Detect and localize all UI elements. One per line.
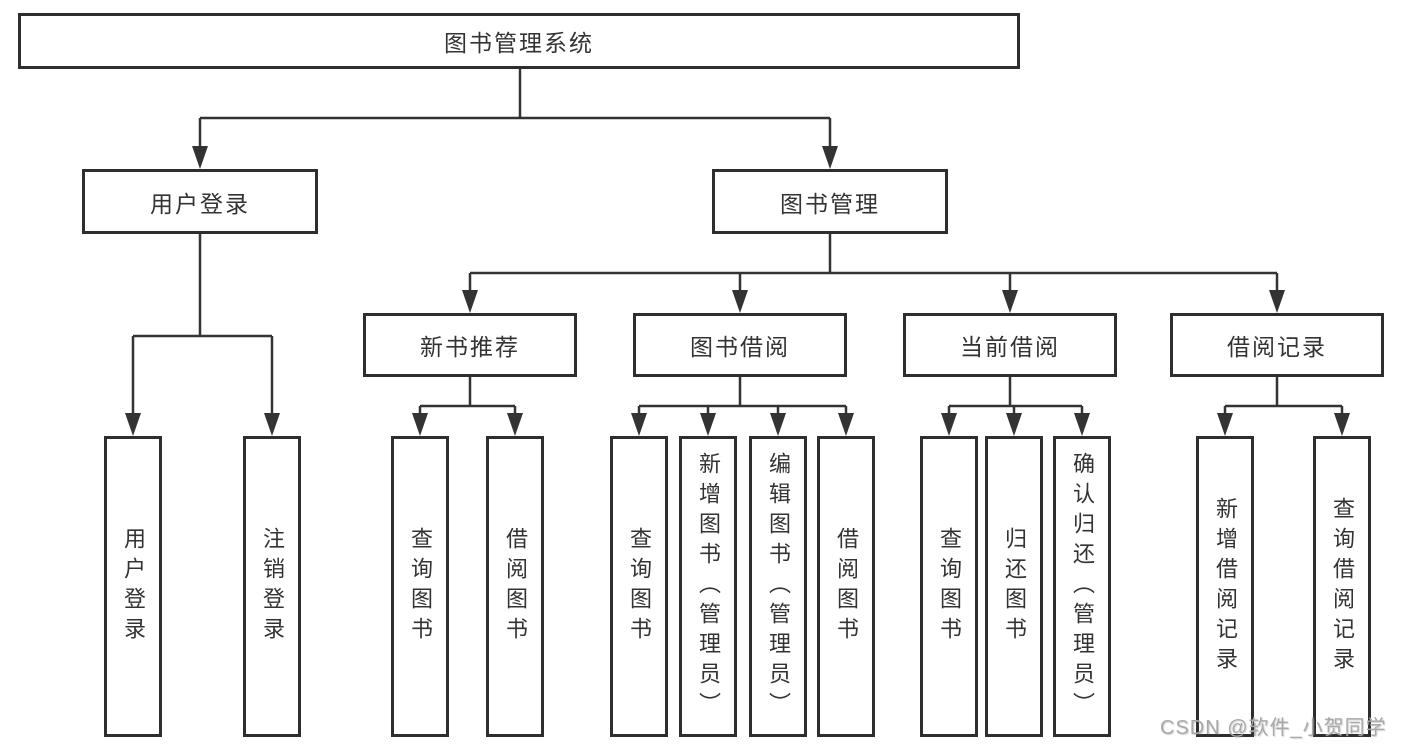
leaf-label: 查询图书 [408, 526, 433, 647]
leaf-label: 用户登录 [121, 526, 146, 647]
leaf-user-login: 用户登录 [104, 436, 162, 737]
leaf-query-borrow-record: 查询借阅记录 [1313, 436, 1371, 737]
leaf-borrow-books: 借阅图书 [817, 436, 875, 737]
node-book-management: 图书管理 [712, 169, 948, 234]
csdn-watermark: CSDN @软件_小贺同学 [1160, 717, 1387, 739]
leaf-label: 借阅图书 [503, 526, 528, 647]
node-new-book-recommend: 新书推荐 [363, 313, 577, 377]
leaf-borrow-books-recommend: 借阅图书 [486, 436, 544, 737]
leaf-add-borrow-record: 新增借阅记录 [1196, 436, 1254, 737]
leaf-label: 编辑图书（管理员） [766, 451, 791, 722]
leaf-label: 查询借阅记录 [1330, 496, 1355, 677]
leaf-label: 查询图书 [937, 526, 962, 647]
leaf-query-books-borrow: 查询图书 [610, 436, 668, 737]
leaf-label: 确认归还（管理员） [1070, 451, 1095, 722]
node-user-login: 用户登录 [82, 169, 318, 234]
node-current-borrow: 当前借阅 [903, 313, 1117, 377]
leaf-label: 新增图书（管理员） [696, 451, 721, 722]
leaf-edit-books-admin: 编辑图书（管理员） [749, 436, 807, 737]
leaf-label: 新增借阅记录 [1213, 496, 1238, 677]
leaf-return-books: 归还图书 [985, 436, 1043, 737]
leaf-confirm-return-admin: 确认归还（管理员） [1053, 436, 1111, 737]
leaf-label: 注销登录 [260, 526, 285, 647]
leaf-add-books-admin: 新增图书（管理员） [679, 436, 737, 737]
leaf-label: 借阅图书 [834, 526, 859, 647]
leaf-label: 查询图书 [627, 526, 652, 647]
leaf-query-books-current: 查询图书 [920, 436, 978, 737]
leaf-label: 归还图书 [1002, 526, 1027, 647]
leaf-logout: 注销登录 [243, 436, 301, 737]
node-book-borrow: 图书借阅 [633, 313, 847, 377]
node-root-library-system: 图书管理系统 [18, 13, 1020, 69]
node-borrow-records: 借阅记录 [1170, 313, 1384, 377]
leaf-query-books-recommend: 查询图书 [391, 436, 449, 737]
